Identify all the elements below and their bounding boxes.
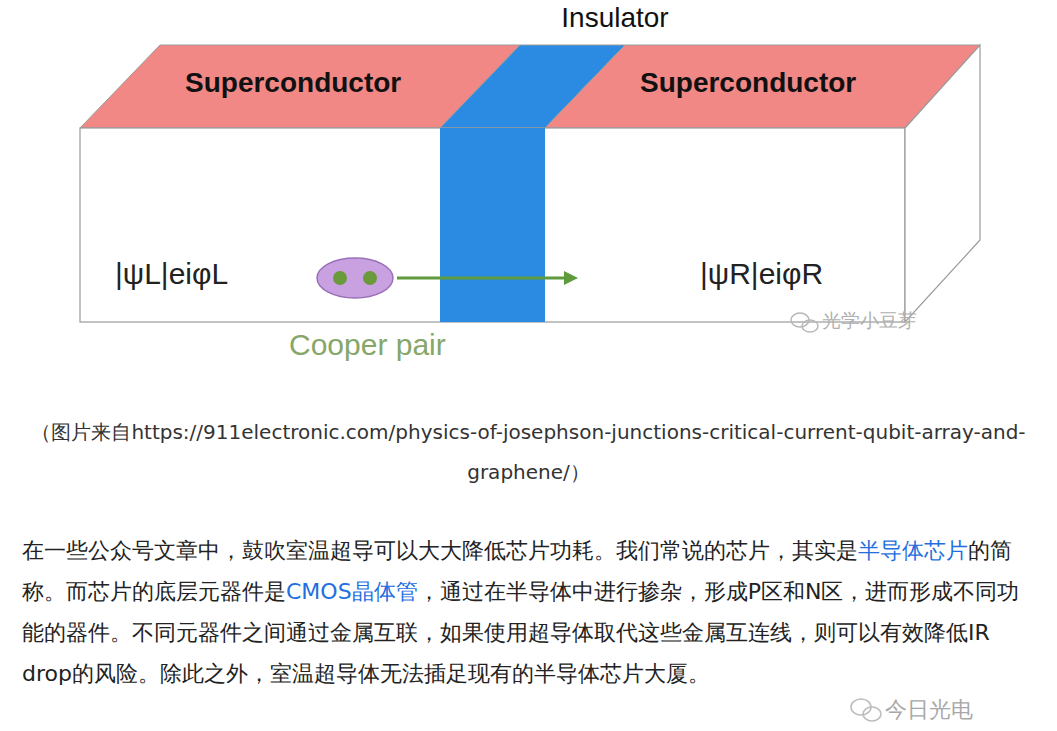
- wavefunction-label: |ψR|eiφR: [700, 257, 823, 291]
- node-label: Insulator: [561, 2, 668, 34]
- body-paragraph: 在一些公众号文章中，鼓吹室温超导可以大大降低芯片功耗。我们常说的芯片，其实是半导…: [22, 530, 1040, 694]
- node-label: Superconductor: [185, 67, 401, 99]
- insulator-band: Insulator: [440, 0, 640, 322]
- electron-dot: [363, 271, 377, 285]
- front-face: [80, 128, 905, 322]
- cooper-pair: Cooper pair: [317, 258, 395, 298]
- node-label: Cooper pair: [289, 328, 446, 362]
- side-face: [905, 45, 980, 322]
- node-label: Superconductor: [640, 67, 856, 99]
- paragraph-text: 在一些公众号文章中，鼓吹室温超导可以大大降低芯片功耗。我们常说的芯片，其实是: [22, 538, 858, 563]
- watermark: 光学小豆芽: [822, 308, 917, 334]
- motion-arrow: [397, 271, 578, 285]
- watermark: 今日光电: [885, 695, 973, 725]
- superconductor-block: Superconductor |ψL|eiφL Cooper pair: [80, 45, 540, 322]
- wechat-icon: [791, 313, 818, 332]
- link-text: 半导体芯片: [858, 538, 968, 563]
- wechat-icon: [851, 699, 881, 721]
- superconductor-block: Superconductor |ψR|eiφR: [578, 45, 908, 322]
- front-insulator: [440, 128, 545, 322]
- cooper-pair-ellipse: [317, 258, 393, 298]
- link-text: CMOS晶体管: [286, 579, 418, 604]
- top-face-right: [545, 45, 980, 128]
- electron-dot: [333, 271, 347, 285]
- wavefunction-label: |ψL|eiφL: [115, 257, 228, 291]
- figure-caption: （图片来自https://911electronic.com/physics-o…: [30, 412, 1027, 492]
